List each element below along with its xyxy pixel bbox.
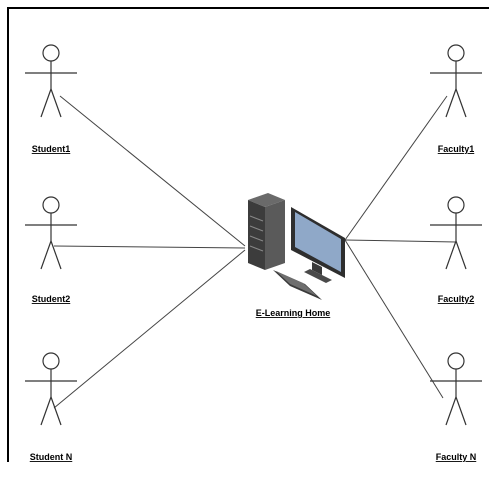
- actor-student2: Student2: [24, 196, 78, 304]
- actor-faculty1: Faculty1: [429, 44, 483, 154]
- link-facultyn: [344, 239, 444, 399]
- actor-label-faculty2: Faculty2: [438, 294, 475, 304]
- actor-icon: [24, 44, 78, 118]
- keyboard-icon: [273, 270, 322, 300]
- actor-icon: [24, 352, 78, 426]
- link-studentn: [53, 249, 246, 409]
- link-faculty1: [344, 95, 448, 241]
- actor-label-student2: Student2: [32, 294, 71, 304]
- link-student1: [59, 95, 246, 247]
- monitor-icon: [291, 207, 345, 283]
- server-tower-icon: [248, 193, 285, 270]
- actor-studentn: Student N: [24, 352, 78, 462]
- actor-icon: [24, 196, 78, 270]
- actor-label-facultyn: Faculty N: [436, 452, 477, 462]
- actor-faculty2: Faculty2: [429, 196, 483, 304]
- actor-student1: Student1: [24, 44, 78, 154]
- connections: [53, 95, 457, 409]
- actor-label-student1: Student1: [32, 144, 71, 154]
- actor-label-studentn: Student N: [30, 452, 73, 462]
- computer-workstation-icon: [248, 193, 345, 300]
- link-faculty2: [344, 239, 457, 243]
- actor-icon: [429, 44, 483, 118]
- diagram-frame: [7, 7, 489, 462]
- actor-icon: [429, 196, 483, 270]
- actor-facultyn: Faculty N: [429, 352, 483, 462]
- center-node-label: E-Learning Home: [256, 308, 331, 318]
- actor-label-faculty1: Faculty1: [438, 144, 475, 154]
- link-student2: [53, 245, 246, 249]
